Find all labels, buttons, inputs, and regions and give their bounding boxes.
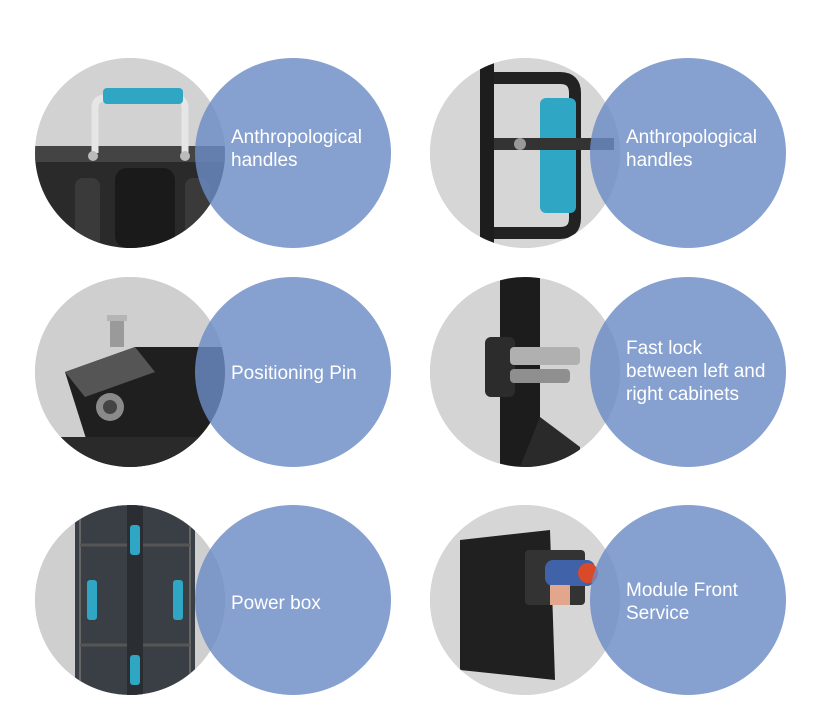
caption-line: right cabinets [626, 384, 740, 405]
caption-line: Positioning Pin [231, 363, 357, 384]
fast-lock-photo [430, 277, 620, 467]
handles-top-bubble [195, 58, 391, 248]
caption-line: Fast lock [626, 338, 703, 359]
module-front-service-image [430, 505, 620, 695]
feature-module-front-service: Module Front Service [430, 505, 800, 695]
caption-line: Anthropological [626, 127, 757, 148]
positioning-pin-image [35, 277, 225, 467]
positioning-pin-photo [35, 277, 225, 467]
module-front-service-bubble [590, 505, 786, 695]
positioning-pin-bubble [195, 277, 391, 467]
feature-fast-lock: Fast lock between left and right cabinet… [430, 277, 800, 467]
handle-top-image [35, 58, 225, 248]
power-box-caption: Power box [231, 592, 401, 615]
module-front-service-caption: Module Front Service [626, 579, 796, 625]
feature-handles-side: Anthropological handles [430, 58, 800, 248]
fast-lock-bubble [590, 277, 786, 467]
fast-lock-image [430, 277, 620, 467]
handles-top-caption: Anthropological handles [231, 126, 401, 172]
power-box-image [35, 505, 225, 695]
handle-side-image [430, 58, 620, 248]
positioning-pin-caption: Positioning Pin [231, 362, 401, 385]
handle-top-photo [35, 58, 225, 248]
module-front-service-photo [430, 505, 620, 695]
handle-side-photo [430, 58, 620, 248]
caption-line: Anthropological [231, 127, 362, 148]
handles-side-bubble [590, 58, 786, 248]
feature-handles-top: Anthropological handles [35, 58, 405, 248]
caption-line: handles [231, 150, 298, 171]
feature-positioning-pin: Positioning Pin [35, 277, 405, 467]
caption-line: Module Front [626, 580, 738, 601]
feature-power-box: Power box [35, 505, 405, 695]
caption-line: Service [626, 603, 690, 624]
handles-side-caption: Anthropological handles [626, 126, 796, 172]
power-box-bubble [195, 505, 391, 695]
caption-line: between left and [626, 361, 766, 382]
caption-line: handles [626, 150, 693, 171]
power-box-photo [35, 505, 225, 695]
fast-lock-caption: Fast lock between left and right cabinet… [626, 337, 796, 406]
caption-line: Power box [231, 593, 321, 614]
